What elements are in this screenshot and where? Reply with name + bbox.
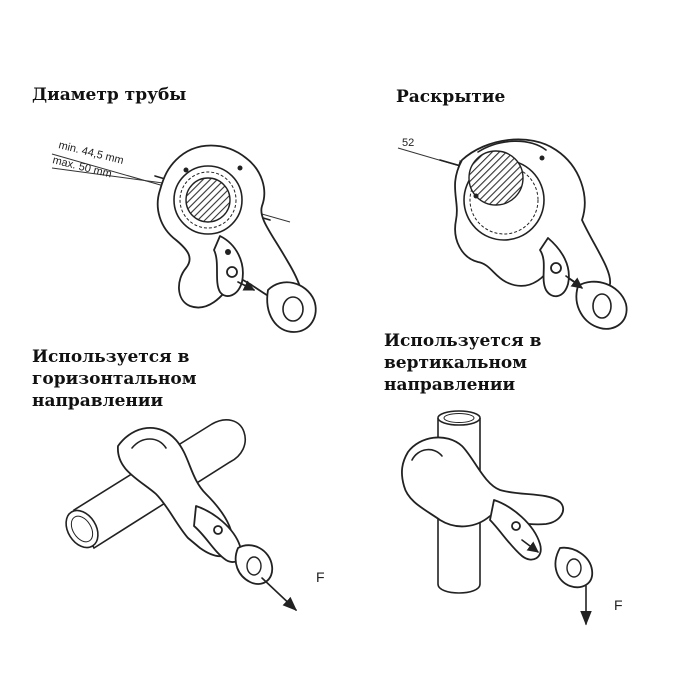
opening-title: Раскрытие (396, 87, 506, 107)
horizontal-force-arrow (261, 577, 298, 611)
vertical-title-line1: Используется в (384, 331, 542, 351)
vertical-use-illustration: F (401, 410, 623, 626)
diameter-title: Диаметр трубы (32, 85, 187, 105)
horizontal-title-line3: направлении (32, 391, 164, 411)
vertical-force-label: F (614, 597, 623, 613)
opening-pipe-section (468, 150, 524, 206)
pipe-cross-section (185, 177, 231, 223)
horizontal-title: Используется в горизонтальном направлени… (32, 346, 197, 412)
horizontal-force-label: F (316, 569, 325, 585)
vertical-title-line3: направлении (384, 375, 516, 395)
vertical-title-line2: вертикальном (384, 353, 528, 373)
horizontal-title-line1: Используется в (32, 347, 190, 367)
clamp-closed-illustration: min. 44,5 mm max. 50 mm (51, 139, 317, 333)
clamp-open-illustration: 52 (397, 137, 628, 330)
vertical-title: Используется в вертикальном направлении (384, 330, 541, 396)
horizontal-use-illustration: F (65, 419, 325, 611)
horizontal-title-line2: горизонтальном (32, 369, 197, 389)
opening-dim-label: 52 (402, 137, 414, 149)
